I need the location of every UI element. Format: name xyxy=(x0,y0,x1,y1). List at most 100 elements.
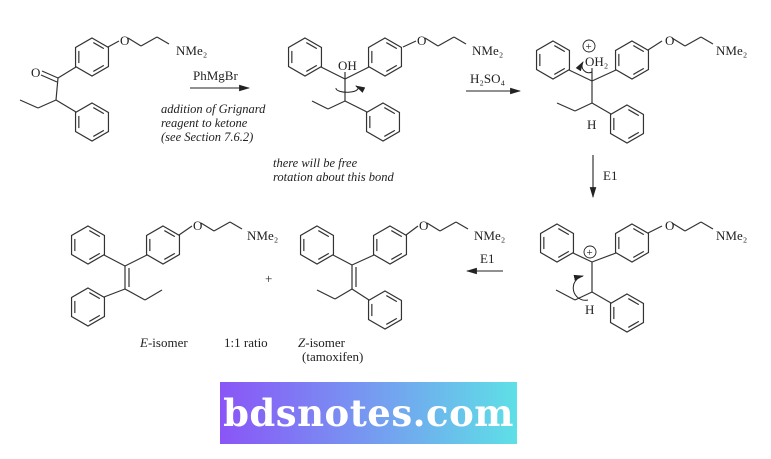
aromatic-double-bond xyxy=(89,252,101,260)
z-rest: -isomer xyxy=(305,335,345,350)
aromatic-double-bond xyxy=(93,107,105,115)
ethyl-group xyxy=(334,288,353,300)
aromatic-double-bond xyxy=(391,230,403,238)
plus-sign: + xyxy=(265,271,272,286)
bond xyxy=(103,254,126,267)
atom-amine: NMe₂ xyxy=(716,228,747,243)
phenyl-ring xyxy=(367,290,403,330)
ethyl-group xyxy=(574,291,593,301)
aromatic-double-bond xyxy=(558,228,570,236)
atom-hydroxyl: OH xyxy=(338,58,357,73)
aromatic-double-bond xyxy=(89,292,101,300)
ethoxy-chain xyxy=(700,221,714,230)
atom-carbonyl-oxygen: O xyxy=(31,65,40,80)
ethoxy-chain xyxy=(127,37,142,47)
reagent-e1-left: E1 xyxy=(480,251,494,266)
ethyl-group xyxy=(556,102,576,112)
bond xyxy=(55,77,59,101)
ethoxy-chain xyxy=(700,36,714,45)
ethoxy-chain xyxy=(455,221,469,230)
rotation-arrow-icon xyxy=(335,85,366,93)
ethoxy-chain xyxy=(684,221,702,232)
aromatic-double-bond xyxy=(318,230,330,238)
reagent-sulfuric-acid: H₂SO₄ xyxy=(470,71,506,86)
ethoxy-chain xyxy=(156,36,170,45)
aromatic-double-bond xyxy=(633,45,645,53)
phenyl-ring xyxy=(287,37,323,77)
z-isomer-label: Z-isomer xyxy=(298,335,346,350)
phenyl-ring xyxy=(609,104,645,144)
watermark-text: bdsnotes.com xyxy=(223,391,514,435)
phenyl-ring xyxy=(539,223,575,263)
atom-hydrogen: H xyxy=(585,302,594,317)
curved-arrow-icon xyxy=(572,274,589,301)
ethoxy-chain xyxy=(213,221,231,232)
phenyl-ring xyxy=(609,293,645,333)
aromatic-double-bond xyxy=(386,42,398,50)
aryl-o-bond xyxy=(647,40,663,51)
ethoxy-chain xyxy=(439,221,457,232)
ethoxy-chain xyxy=(140,36,158,47)
aromatic-double-bond xyxy=(318,252,330,260)
ethoxy-chain xyxy=(200,222,215,232)
ethoxy-chain xyxy=(426,222,441,232)
atom-amine: NMe₂ xyxy=(472,43,503,58)
positive-charge-icon xyxy=(583,245,597,259)
carbonyl-bond xyxy=(41,70,59,79)
aromatic-double-bond xyxy=(628,320,640,328)
aryl-carbonyl-bond xyxy=(57,66,77,79)
bond xyxy=(591,102,612,115)
aromatic-double-bond xyxy=(93,64,105,72)
phenyl-ring xyxy=(70,287,106,327)
phenylene-ring xyxy=(614,223,650,263)
bond-lines xyxy=(19,36,714,333)
atom-oxygen: O xyxy=(665,218,674,233)
phenyl-ring xyxy=(70,225,106,265)
aromatic-double-bond xyxy=(391,252,403,260)
phenylene-ring xyxy=(614,40,650,80)
aromatic-double-bond xyxy=(93,129,105,137)
aromatic-double-bond xyxy=(558,250,570,258)
bond xyxy=(572,252,593,263)
bond xyxy=(568,69,593,82)
bond xyxy=(351,254,375,266)
z-letter: Z xyxy=(298,335,306,350)
aromatic-double-bond xyxy=(386,295,398,303)
e-letter: E xyxy=(139,335,148,350)
aromatic-double-bond xyxy=(633,67,645,75)
ethoxy-chain xyxy=(671,222,686,232)
atom-oxygen: O xyxy=(120,33,129,48)
e-isomer-label: E-isomer xyxy=(139,335,188,350)
note-rotation-2: rotation about this bond xyxy=(273,170,394,184)
bond xyxy=(124,254,148,267)
atom-oxygen: O xyxy=(419,218,428,233)
ethyl-group xyxy=(19,99,39,109)
note-rotation-1: there will be free xyxy=(273,156,358,170)
atom-amine: NMe₂ xyxy=(716,43,747,58)
aromatic-double-bond xyxy=(554,67,566,75)
aryl-o-bond xyxy=(647,225,663,234)
atom-amine: NMe₂ xyxy=(176,43,207,58)
aryl-o-bond xyxy=(178,225,193,236)
carbonyl-double-bond xyxy=(40,74,58,83)
ethyl-group xyxy=(316,289,336,300)
phenylene-ring xyxy=(367,37,403,77)
aromatic-double-bond xyxy=(306,64,318,72)
aromatic-double-bond xyxy=(164,230,176,238)
note-grignard-2: reagent to ketone xyxy=(161,116,248,130)
aromatic-double-bond xyxy=(384,129,396,137)
bond xyxy=(320,66,346,80)
phenylene-ring xyxy=(372,225,408,265)
charge-plus: + xyxy=(587,247,593,259)
bond xyxy=(103,288,126,298)
aromatic-double-bond xyxy=(633,250,645,258)
phenyl-ring xyxy=(299,225,335,265)
aromatic-double-bond xyxy=(384,107,396,115)
ratio-label: 1:1 ratio xyxy=(224,335,268,350)
aromatic-double-bond xyxy=(93,42,105,50)
aromatic-double-bond xyxy=(386,64,398,72)
bond xyxy=(332,254,353,266)
reagent-grignard: PhMgBr xyxy=(193,68,238,83)
reagent-e1-down: E1 xyxy=(603,168,617,183)
bond xyxy=(591,291,612,304)
